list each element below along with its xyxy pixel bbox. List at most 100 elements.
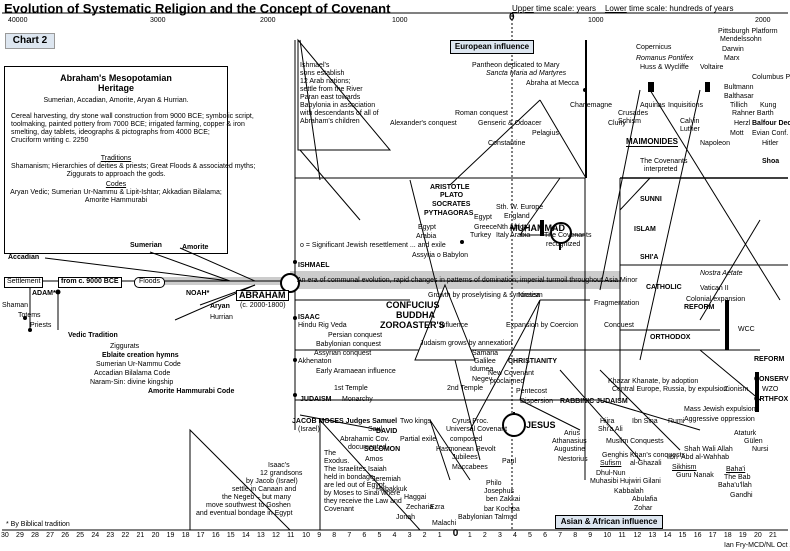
label-england: England — [504, 213, 530, 220]
label-cyrus: Cyrus Proc. — [452, 418, 489, 425]
label-mott: Mott — [730, 130, 744, 137]
label-napoleon: Napoleon — [700, 140, 730, 147]
label-habakkuk: Habakkuk — [376, 486, 408, 493]
bottom-axis-tick: 17 — [708, 532, 717, 539]
left-list-item: Accadian Bilalama Code — [94, 370, 171, 377]
ishmael-line: Abraham's children — [300, 118, 360, 125]
isaac-line: settle in Canaan and — [232, 486, 297, 493]
bottom-axis-tick: 20 — [151, 532, 160, 539]
label-proclaimed: proclaimed — [490, 378, 525, 385]
european-influence-label: European influence — [450, 40, 534, 54]
exodus-line: they receive the Law and — [324, 498, 402, 505]
label-inquisitions: Inquisitions — [668, 102, 704, 109]
top-axis-tick: 1000 — [588, 17, 604, 24]
label-rahner: Rahner Barth — [732, 110, 774, 117]
bottom-axis-tick: 19 — [738, 532, 747, 539]
label-bahaullah: Baha'u'llah — [718, 482, 752, 489]
label-romanus: Romanus Pontifex — [636, 55, 694, 62]
heritage-box: Abraham's Mesopotamian Heritage Sumerian… — [4, 66, 255, 254]
label-wzo: WZO — [762, 386, 779, 393]
label-israel: (Israel) — [298, 426, 320, 433]
label-charlemagne: Charlemagne — [570, 102, 613, 109]
bottom-axis-tick: 10 — [302, 532, 310, 539]
label-mass: Mass Jewish expulsions — [684, 406, 760, 413]
label-schism: Schism — [618, 118, 641, 125]
bottom-axis-tick: 11 — [618, 532, 626, 539]
vedic-label: Vedic Tradition — [68, 332, 118, 339]
isaac-line: the Negeb – but many — [222, 494, 291, 501]
label-voltaire: Voltaire — [700, 64, 724, 71]
label-david: DAVID — [376, 428, 398, 435]
noah-label: NOAH* — [186, 290, 210, 297]
label-pentecost: Pentecost — [516, 388, 548, 395]
label-paul: Paul — [502, 458, 517, 465]
bottom-axis-tick: 5 — [377, 532, 382, 539]
shaman-label: Shaman — [2, 302, 29, 309]
exodus-line: Exodus. — [324, 458, 350, 465]
ishmael-line: 12 Arab nations; — [300, 78, 351, 85]
label-sw-europe: Sth. W. Europe — [496, 204, 544, 211]
label-solomon: SOLOMON — [364, 446, 401, 453]
top-axis-tick: 3000 — [150, 17, 166, 24]
label-conquest: Conquest — [604, 322, 634, 329]
label-turkey: Turkey — [470, 232, 492, 239]
label-partial-exile: Partial exile — [400, 436, 437, 443]
bottom-axis-tick: 14 — [241, 532, 250, 539]
label-cluny: Cluny — [608, 120, 626, 127]
bottom-axis-tick: 5 — [528, 532, 532, 539]
label-orthfox: ORTHFOX — [754, 396, 789, 403]
heritage-text: Cereal harvesting, dry stone wall constr… — [11, 113, 254, 120]
bottom-axis-tick: 7 — [347, 532, 352, 539]
label-alexander: Alexander's conquest — [390, 120, 457, 127]
label-herzl: Herzl — [734, 120, 751, 127]
label-aquinas: Aquinas — [640, 102, 666, 109]
label-jubilees: Jubilees — [452, 454, 478, 461]
label-kabbalah: Kabbalah — [614, 488, 644, 495]
top-axis-tick: 1000 — [392, 17, 408, 24]
bottom-axis-tick: 9 — [317, 532, 322, 539]
label-constantine: Constantine — [488, 140, 526, 147]
bottom-axis-tick: 13 — [648, 532, 657, 539]
bottom-axis-tick: 11 — [287, 532, 295, 539]
label-balthasar: Balthasar — [724, 93, 754, 100]
label-evian: Evian Conf. — [752, 130, 789, 137]
label-vatican: Vatican II — [700, 285, 729, 292]
traditions-heading: Traditions — [100, 155, 132, 162]
bottom-axis-tick: 28 — [31, 532, 39, 539]
label-pittsburgh: Pittsburgh Platform — [718, 28, 778, 35]
label-philo: Philo — [486, 480, 502, 487]
settlement-box: Settlement — [4, 277, 44, 288]
isaac-line: by Jacob (Israel) — [246, 478, 298, 485]
label-assyria: Assyria o Babylon — [412, 252, 469, 259]
ishmael-line: settle from the River — [300, 86, 363, 93]
bottom-axis-tick: 3 — [497, 532, 502, 539]
label-athanasius: Athanasius — [552, 438, 587, 445]
bottom-axis-tick: 9 — [588, 532, 593, 539]
label-abraha: Abraha at Mecca — [526, 80, 579, 87]
abraham-box: ABRAHAM — [236, 290, 289, 301]
label-saul: Saul — [368, 426, 383, 433]
label-aggressive: Aggressive oppression — [684, 416, 755, 423]
bottom-axis-tick: 12 — [272, 532, 280, 539]
label-ibn-sina: Ibn Sina — [632, 418, 658, 425]
bottom-axis-tick: 2 — [482, 532, 487, 539]
label-idumea: Idumea — [470, 366, 494, 373]
label-covenants-rec: The Covenants — [544, 232, 592, 239]
heritage-text: Cruciform writing c. 2250 — [11, 137, 89, 144]
label-gandhi: Gandhi — [730, 492, 753, 499]
label-luther: Luther — [680, 126, 700, 133]
label-buddha: BUDDHA — [396, 310, 435, 320]
era-band — [290, 271, 620, 289]
label-wcc: WCC — [738, 326, 755, 333]
bottom-axis-tick: 12 — [633, 532, 642, 539]
label-ezra: Ezra — [430, 504, 445, 511]
exodus-line: Covenant — [324, 506, 354, 513]
top-axis-tick: 40000 — [8, 17, 28, 24]
isaac-label: ISAAC — [298, 314, 320, 321]
bottom-axis-tick: 30 — [1, 532, 9, 539]
label-persian: Persian conquest — [328, 332, 383, 339]
label-khazar: Khazar Khanate, by adoption — [608, 378, 699, 385]
label-egypt2: Egypt — [474, 214, 492, 221]
label-ibn-abd: Ibn 'Abd al-Wahhab — [668, 454, 730, 461]
bottom-axis-tick: 4 — [513, 532, 517, 539]
